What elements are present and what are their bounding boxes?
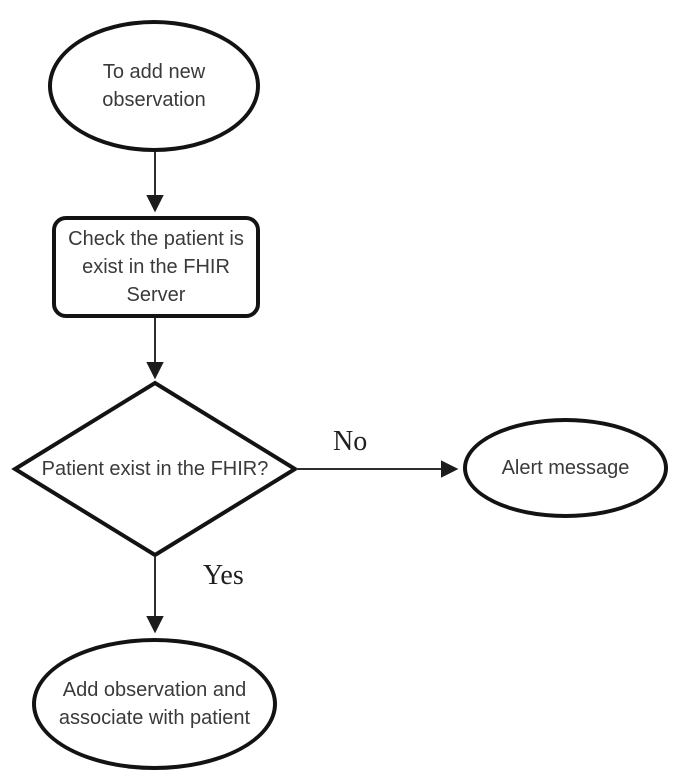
decision-node-label: Patient exist in the FHIR? [41, 458, 269, 480]
start-node-label: To add new observation [102, 61, 206, 111]
alert-message-node-label: Alert message [501, 457, 630, 479]
add-observation-node-label: Add observation and associate with patie… [58, 679, 251, 729]
edge-label-no: No [333, 426, 368, 457]
edge-label-yes: Yes [203, 560, 244, 591]
check-patient-node-label: Check the patient is exist in the FHIR S… [68, 228, 244, 306]
decision-diamond [11, 380, 299, 558]
start-node: To add new observation [48, 20, 260, 152]
decision-node-label-wrap: Patient exist in the FHIR? [20, 455, 290, 483]
check-patient-node: Check the patient is exist in the FHIR S… [52, 216, 260, 318]
alert-message-node: Alert message [463, 418, 668, 518]
add-observation-node: Add observation and associate with patie… [32, 638, 277, 770]
